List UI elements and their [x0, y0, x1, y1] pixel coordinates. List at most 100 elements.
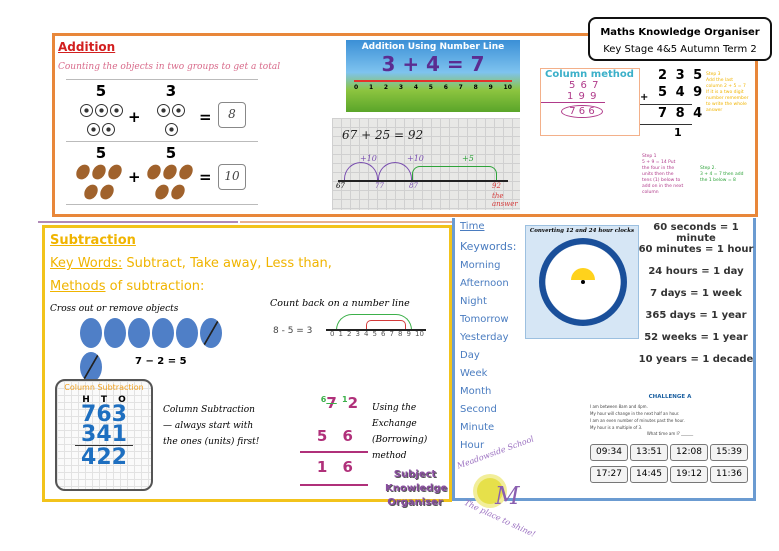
- keywords-label: Key Words:: [50, 256, 123, 271]
- subtraction-keywords: Key Words: Subtract, Take away, Less tha…: [50, 256, 332, 271]
- answer-box: 8: [218, 102, 246, 128]
- plus-sign: +: [128, 108, 141, 126]
- time-fact: 52 weeks = 1 year: [644, 332, 748, 343]
- option-a[interactable]: 09:34: [590, 444, 628, 461]
- equals-sign: =: [199, 108, 212, 126]
- mark: 87: [409, 182, 418, 190]
- option-e[interactable]: 17:27: [590, 466, 628, 483]
- jump-label: +10: [407, 154, 424, 163]
- whiteboard-equation: 67 + 25 = 92: [342, 128, 424, 142]
- subtraction-section: [42, 225, 452, 502]
- keywords-text: Subtract, Take away, Less than,: [122, 256, 332, 271]
- time-keywords-label: Keywords:: [460, 240, 517, 253]
- exchange-digit: 6: [320, 395, 327, 404]
- subtraction-methods: Methods of subtraction:: [50, 279, 204, 294]
- keyword: Morning: [460, 260, 501, 271]
- challenge-question: What time am I? ______: [646, 431, 694, 436]
- addition-title: Addition: [58, 40, 116, 54]
- methods-label: Methods: [50, 279, 106, 294]
- header: O: [118, 395, 126, 405]
- addition-examples: 5 3 + = 8 5 5 + = 10: [66, 79, 258, 205]
- card-top: 763: [81, 402, 127, 427]
- football-icon-group: [151, 102, 191, 140]
- card-result: 422: [81, 445, 127, 470]
- column-method-title: Column method: [545, 69, 634, 80]
- step2-text: Step 2.3 + 4 = 7 then add the 1 below = …: [700, 166, 746, 184]
- page-subtitle: Key Stage 4&5 Autumn Term 2: [603, 44, 757, 55]
- page-title: Maths Knowledge Organiser: [600, 27, 760, 38]
- option-f[interactable]: 14:45: [630, 466, 668, 483]
- keyword: Hour: [460, 440, 485, 451]
- option-h[interactable]: 11:36: [710, 466, 748, 483]
- step-body: 5 + 9 = 14 Put the four in the units the…: [642, 160, 684, 195]
- exchange-result: 1 6: [316, 458, 358, 476]
- diagram-row: 2 3 5: [658, 68, 705, 83]
- exchange-text: Using the Exchange (Borrowing) method: [372, 403, 428, 461]
- step-label: Step 2.: [700, 166, 716, 171]
- place-value-headers: H T O: [57, 395, 151, 405]
- equals-sign: =: [199, 168, 212, 186]
- mark: 67: [336, 182, 345, 190]
- tick: 5: [428, 84, 433, 91]
- tick: 7: [389, 330, 394, 338]
- tick: 2: [383, 84, 389, 91]
- cross-out-equation: 7 − 2 = 5: [135, 356, 187, 367]
- methods-text: of subtraction:: [105, 279, 205, 294]
- challenge-clues: I am between 8am and 4pm. My hour will c…: [590, 403, 750, 431]
- cross-out-label: Cross out or remove objects: [50, 304, 179, 314]
- tick: 1: [368, 84, 374, 91]
- tick: 10: [415, 330, 424, 338]
- column-top: 5 6 7: [569, 80, 600, 91]
- step-label: Step 3: [706, 72, 721, 77]
- count-back-equation: 8 - 5 = 3: [273, 326, 313, 336]
- exchange-top: 67 12: [320, 394, 358, 412]
- option-g[interactable]: 19:12: [670, 466, 708, 483]
- tick: 3: [398, 84, 404, 91]
- tick: 0: [330, 330, 335, 338]
- option-b[interactable]: 13:51: [630, 444, 668, 461]
- time-fact: 24 hours = 1 day: [648, 266, 744, 277]
- clue: My hour will change in the next half an …: [590, 411, 680, 416]
- time-fact: 60 minutes = 1 hour: [638, 244, 754, 255]
- tick: 10: [503, 84, 512, 91]
- time-title: Time: [460, 221, 485, 232]
- tick: 6: [381, 330, 386, 338]
- diagram-row: 1: [674, 126, 682, 139]
- card-bottom: 341: [75, 424, 133, 446]
- keyword: Week: [460, 368, 488, 379]
- subject-knowledge-organiser-badge: Subject Knowledge Organiser: [385, 469, 448, 508]
- clue: My hour is a multiple of 3.: [590, 425, 643, 430]
- time-fact: 7 days = 1 week: [650, 288, 742, 299]
- clue: I am between 8am and 4pm.: [590, 404, 648, 409]
- diagram-row: 5 4 9: [658, 85, 705, 100]
- clock-conversion-image: Converting 12 and 24 hour clocks: [525, 225, 639, 339]
- tick: 9: [406, 330, 411, 338]
- option-c[interactable]: 12:08: [670, 444, 708, 461]
- option-d[interactable]: 15:39: [710, 444, 748, 461]
- card-title: Column Subtraction: [64, 383, 144, 392]
- answer-box: 10: [218, 164, 246, 190]
- tick: 9: [488, 84, 493, 91]
- column-subtraction-card: Column Subtraction H T O 763 341 422: [55, 379, 153, 491]
- keyword: Day: [460, 350, 480, 361]
- keyword: Tomorrow: [460, 314, 509, 325]
- mark: 77: [375, 182, 384, 190]
- diagram-row: 7 8 4: [658, 106, 705, 121]
- rugby-ball-icon-group: [142, 162, 198, 204]
- column-method-box: Column method 5 6 7 1 9 9 7 6 6: [540, 68, 640, 136]
- addition-section: [52, 33, 758, 217]
- clue: I am an even number of minutes past the …: [590, 418, 685, 423]
- count-a: 5: [95, 144, 107, 162]
- crossed-circles-image: [80, 318, 240, 386]
- time-fact: 10 years = 1 decade: [638, 354, 754, 365]
- subtraction-title: Subtraction: [50, 233, 136, 248]
- column-result: 7 6 6: [561, 105, 603, 118]
- keyword: Second: [460, 404, 497, 415]
- keyword: Yesterday: [460, 332, 509, 343]
- time-section: [452, 218, 756, 501]
